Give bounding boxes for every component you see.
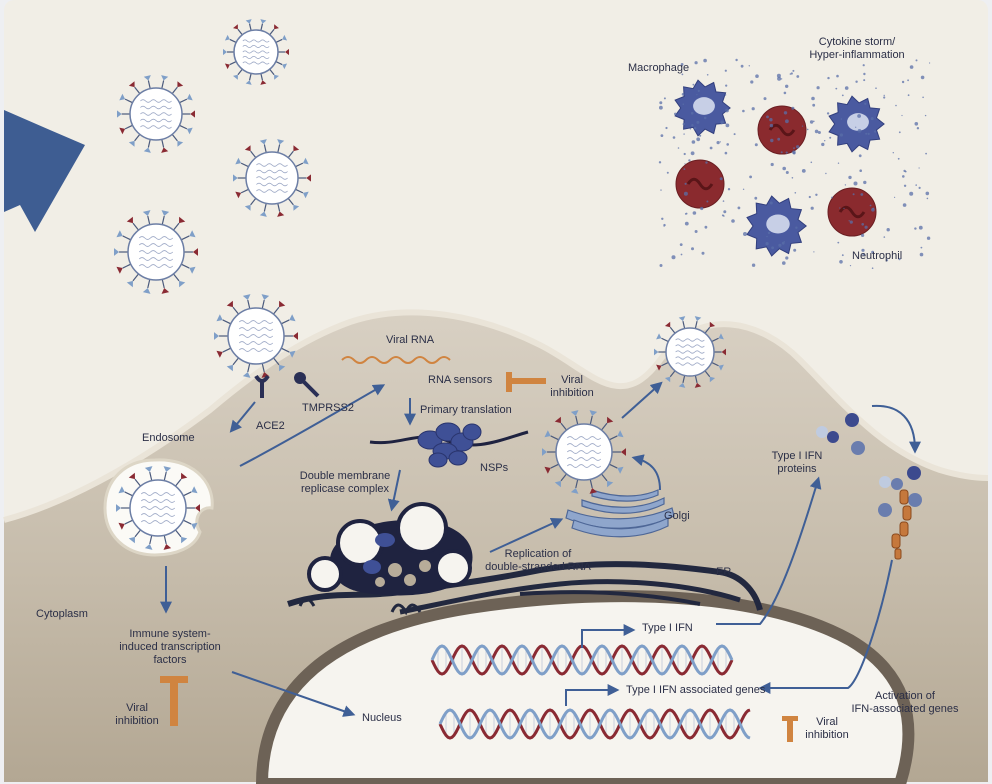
arrow-virion-release [621, 381, 663, 419]
label-endosome: Endosome [142, 432, 195, 444]
nsps-ribosomes [417, 422, 482, 468]
label-macrophage: Macrophage [628, 62, 690, 74]
arrow-golgi-to-virion [631, 454, 661, 491]
inhibition-symbol-genes [782, 716, 798, 742]
label-nsps: NSPs [480, 462, 509, 474]
label-golgi: Golgi [664, 510, 690, 522]
label-activation: Activation of IFN-associated genes [851, 690, 959, 715]
label-replication: Replication of double-stranded RNA [485, 548, 591, 573]
virus-particle-released [654, 316, 726, 388]
macrophage-cell [674, 79, 731, 137]
entry-arrow [4, 110, 85, 232]
er-loops [298, 597, 422, 616]
label-tmprss2: TMPRSS2 [302, 402, 354, 414]
arrow-to-viral-rna [239, 384, 386, 467]
er-membrane-2 [399, 579, 741, 615]
label-viral-inhibition-bottom: Viral inhibition [805, 716, 849, 741]
neutrophil-cell [757, 105, 807, 155]
golgi [565, 489, 675, 538]
label-viral-rna: Viral RNA [386, 334, 435, 346]
macrophage-cell [828, 95, 885, 153]
arrow-to-endosome [229, 401, 256, 433]
label-type1-ifn-genes: Type I IFN associated genes [626, 684, 766, 696]
arrow-type1-ifn-gene [581, 624, 636, 648]
label-double-membrane: Double membrane replicase complex [299, 470, 391, 495]
label-viral-inhibition-left: Viral inhibition [115, 702, 159, 727]
label-er: ER [716, 566, 732, 578]
neutrophil-cell [675, 159, 725, 209]
cell-membrane [3, 309, 989, 523]
er-membrane-3 [519, 590, 701, 606]
ifn-protein-cluster [816, 413, 922, 517]
label-viral-inhibition-top: Viral inhibition [550, 374, 594, 399]
virus-particle [223, 19, 289, 85]
ace2-receptor [254, 374, 270, 398]
label-cytokine-storm: Cytokine storm/ Hyper-inflammation [809, 36, 905, 61]
tmprss2-protease [294, 372, 320, 398]
virus-particle [114, 210, 198, 294]
immune-cells [658, 58, 931, 270]
label-transcription-factors: Immune system- induced transcription fac… [119, 628, 221, 666]
label-cytoplasm: Cytoplasm [36, 608, 88, 620]
arrow-to-golgi [489, 518, 564, 553]
label-type1-ifn: Type I IFN [642, 622, 693, 634]
virus-particle-assembled [542, 410, 626, 494]
arrow-ifn-out [716, 476, 822, 625]
label-primary-translation: Primary translation [420, 404, 512, 416]
macrophage-cell [746, 195, 808, 257]
replicase-vesicles [307, 502, 473, 596]
cytokine-particles [658, 58, 931, 270]
virus-particle-binding [214, 294, 298, 378]
label-neutrophil: Neutrophil [852, 250, 903, 262]
virus-particle-endosome [116, 466, 200, 550]
label-type1-ifn-proteins: Type I IFN proteins [771, 450, 823, 475]
er-membrane [287, 561, 763, 611]
dna-helix-lower [438, 708, 751, 740]
arrow-to-nucleus [231, 671, 356, 717]
virus-particle [117, 75, 195, 153]
arrow-ifn-cycle [871, 404, 921, 454]
ifn-receptor [891, 489, 912, 560]
label-ace2: ACE2 [256, 420, 285, 432]
arrow-type1-ifn-genes [565, 684, 620, 706]
arrow-activation [758, 559, 893, 694]
pathway-arrows [160, 381, 921, 717]
label-nucleus: Nucleus [362, 712, 402, 724]
label-rna-sensors: RNA sensors [428, 374, 493, 386]
virus-particle [233, 139, 311, 217]
arrow-to-replicase [387, 469, 401, 512]
inhibition-symbol-transcription [160, 676, 188, 726]
neutrophil-cell [827, 187, 877, 237]
viral-rna-strand [341, 356, 451, 364]
inhibition-symbol-rna [506, 372, 546, 392]
